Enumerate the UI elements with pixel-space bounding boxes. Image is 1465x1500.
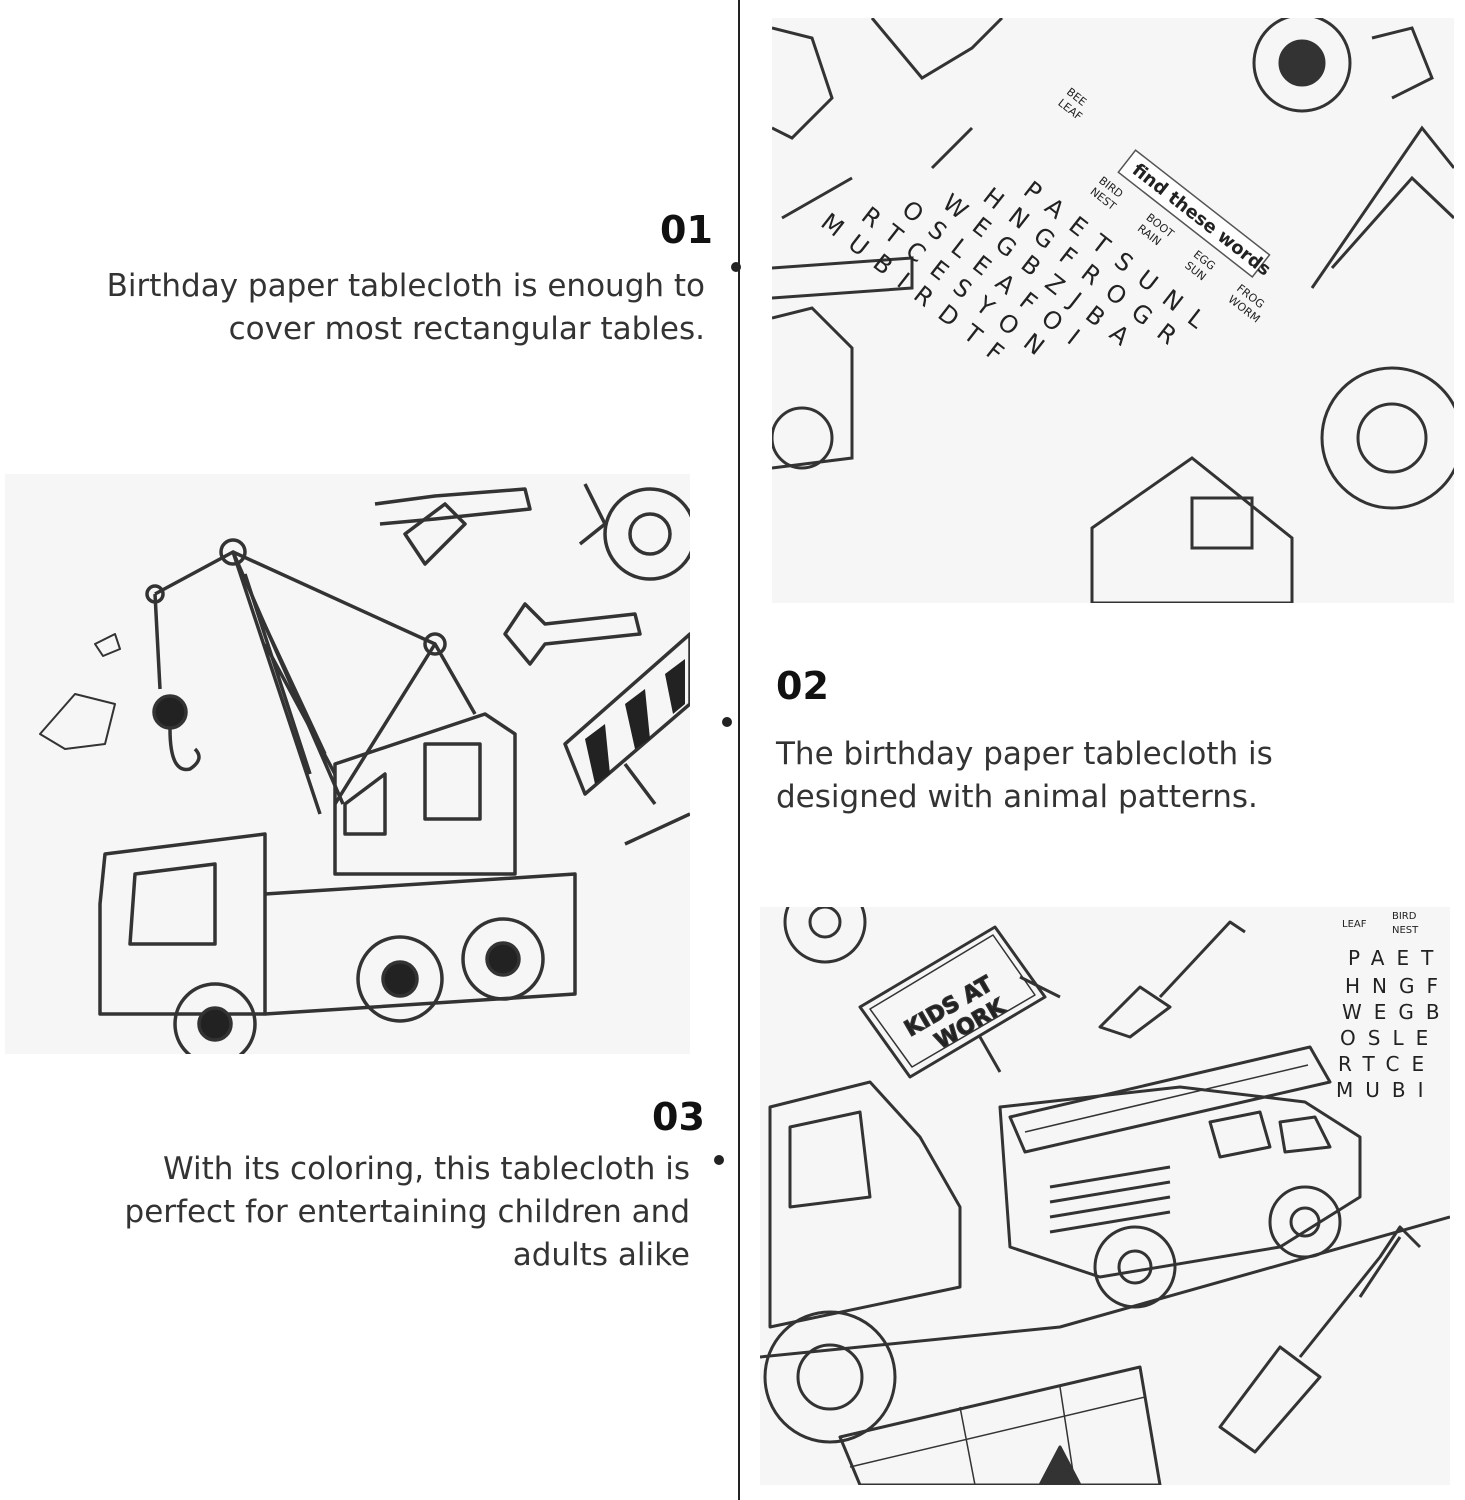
puzzle-partial-word: BIRD [1392,911,1417,922]
puzzle-partial-word: NEST [1392,925,1419,936]
puzzle-partial-word: LEAF [1342,919,1367,930]
photo-word-search-tablecloth: find these words BEE LEAF BIRD NEST BOOT… [772,18,1454,603]
puzzle-partial-row: PAET [1348,946,1445,970]
photo-fire-truck-tablecloth: KIDS AT WORK LEAF BIRD NEST PAET HNGF WE… [760,907,1450,1485]
feature-2-number: 02 [776,664,829,708]
puzzle-partial-row: HNGF [1345,974,1450,998]
feature-1-number: 01 [660,208,713,252]
timeline-dot-3 [714,1155,724,1165]
puzzle-partial-row: OSLE [1340,1026,1440,1050]
center-divider-line [738,0,740,1500]
feature-2-text: The birthday paper tablecloth is designe… [776,736,1273,815]
feature-3-text: With its coloring, this tablecloth is pe… [124,1151,690,1273]
puzzle-partial-row: RTCE [1338,1052,1436,1076]
timeline-dot-2 [722,717,732,727]
puzzle-partial-row: MUBI [1336,1078,1436,1102]
timeline-dot-1 [731,262,741,272]
puzzle-partial-row: WEGB [1342,1000,1450,1024]
photo-crane-truck-tablecloth [5,474,690,1054]
feature-1-text: Birthday paper tablecloth is enough to c… [106,268,705,347]
feature-3-number: 03 [652,1095,705,1139]
